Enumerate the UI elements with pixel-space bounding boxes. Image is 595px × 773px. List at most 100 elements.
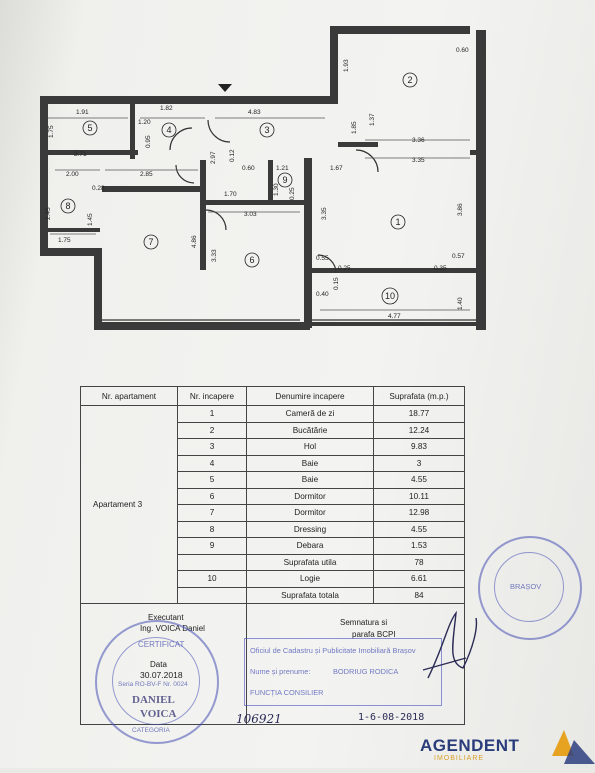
room-nr-cell: 9	[177, 537, 247, 555]
svg-text:1.93: 1.93	[343, 59, 350, 72]
svg-text:0.40: 0.40	[316, 291, 329, 298]
svg-text:0.28: 0.28	[92, 185, 105, 192]
room-name-cell: Logie	[246, 570, 374, 588]
room-name-cell: Bucătărie	[246, 421, 374, 439]
room-area-cell: 84	[373, 586, 465, 604]
walls	[40, 26, 486, 330]
room-name-cell: Suprafata utila	[246, 553, 374, 571]
room-name-cell: Dormitor	[246, 487, 374, 505]
room-name-cell: Debara	[246, 537, 374, 555]
svg-text:1.20: 1.20	[138, 119, 151, 126]
svg-text:2.71: 2.71	[74, 151, 87, 158]
svg-text:0.95: 0.95	[145, 135, 152, 148]
room-nr-cell: 2	[177, 421, 247, 439]
room-nr-cell: 1	[177, 405, 247, 423]
svg-text:1.37: 1.37	[369, 113, 376, 126]
apartment-cell: Apartament 3	[80, 405, 178, 604]
svg-text:9: 9	[282, 175, 287, 185]
svg-text:1.70: 1.70	[224, 191, 237, 198]
room-area-cell: 12.98	[373, 504, 465, 522]
room-area-cell: 4.55	[373, 471, 465, 489]
dimension-labels: 1.93 0.60 1.91 1.82 4.83 1.75 1.20 0.95 …	[45, 47, 469, 320]
svg-text:3.35: 3.35	[321, 207, 328, 220]
room-nr-cell: 4	[177, 454, 247, 472]
room-name-cell: Dormitor	[246, 504, 374, 522]
svg-text:1.67: 1.67	[330, 165, 343, 172]
svg-text:0.15: 0.15	[333, 277, 340, 290]
ocpi-stamp-box	[244, 638, 442, 706]
svg-text:1.30: 1.30	[273, 183, 280, 196]
room-label-4: 4	[161, 122, 177, 138]
col-header-apartment: Nr. apartament	[80, 386, 178, 406]
room-label-8: 8	[60, 198, 76, 214]
stamp-name-2: VOICA	[140, 708, 177, 720]
room-area-cell: 10.11	[373, 487, 465, 505]
svg-text:3: 3	[264, 125, 269, 135]
room-label-5: 5	[82, 120, 98, 136]
svg-text:4.83: 4.83	[248, 109, 261, 116]
room-nr-cell: 8	[177, 520, 247, 538]
stamp-name-1: DANIEL	[132, 694, 175, 706]
room-label-9: 9	[277, 172, 293, 188]
room-label-7: 7	[143, 234, 159, 250]
svg-text:1.85: 1.85	[351, 121, 358, 134]
svg-text:1.82: 1.82	[160, 105, 173, 112]
svg-text:0.35: 0.35	[434, 265, 447, 272]
svg-text:0.60: 0.60	[242, 165, 255, 172]
room-name-cell: Baie	[246, 471, 374, 489]
floor-plan: 1 2 3 4 5 6 7 8 9 10 1.93 0.60 1.91 1.82…	[40, 26, 486, 330]
handwritten-date: 1-6-08-2018	[358, 712, 425, 723]
room-area-cell: 9.83	[373, 438, 465, 456]
svg-text:0.12: 0.12	[229, 149, 236, 162]
svg-text:0.57: 0.57	[452, 253, 465, 260]
stamp-city: BRAȘOV	[510, 582, 542, 591]
stamp-cert: CERTIFICAT	[138, 640, 185, 649]
ocpi-function: FUNCȚIA CONSILIER	[250, 688, 324, 697]
room-nr-cell: 5	[177, 471, 247, 489]
room-nr-cell	[177, 586, 247, 604]
svg-text:1.75: 1.75	[48, 125, 55, 138]
room-area-cell: 1.53	[373, 537, 465, 555]
room-area-cell: 78	[373, 553, 465, 571]
svg-text:1: 1	[395, 217, 400, 227]
brand-logo-mark	[552, 730, 595, 764]
col-header-room-nr: Nr. incapere	[177, 386, 247, 406]
svg-text:2.45: 2.45	[45, 207, 52, 220]
col-header-area: Suprafata (m.p.)	[373, 386, 465, 406]
svg-text:8: 8	[65, 201, 70, 211]
svg-text:4: 4	[166, 125, 171, 135]
signature-label: Semnatura si	[340, 618, 388, 627]
svg-text:1.91: 1.91	[76, 109, 89, 116]
room-label-6: 6	[244, 252, 260, 268]
signature-cell	[246, 603, 465, 725]
room-name-cell: Cameră de zi	[246, 405, 374, 423]
svg-text:0.25: 0.25	[338, 265, 351, 272]
svg-text:10: 10	[385, 291, 395, 301]
table-header-row: Nr. apartament Nr. incapere Denumire inc…	[80, 386, 465, 406]
plan-lines	[48, 84, 476, 321]
room-label-3: 3	[259, 122, 275, 138]
executant-label: Executant	[148, 613, 184, 622]
svg-text:5: 5	[87, 123, 92, 133]
room-nr-cell: 7	[177, 504, 247, 522]
svg-text:2: 2	[407, 75, 412, 85]
room-nr-cell: 3	[177, 438, 247, 456]
executant-stamp	[95, 620, 219, 744]
room-nr-cell: 6	[177, 487, 247, 505]
executant-date: 30.07.2018	[140, 670, 183, 680]
svg-text:1.21: 1.21	[276, 165, 289, 172]
ocpi-office: Oficiul de Cadastru și Publicitate Imobi…	[250, 646, 416, 655]
svg-text:7: 7	[148, 237, 153, 247]
room-label-10: 10	[381, 287, 399, 305]
cadastre-round-stamp	[478, 536, 582, 640]
room-name-cell: Suprafata totala	[246, 586, 374, 604]
signature-scribble	[422, 610, 478, 679]
handwritten-number: 106921	[236, 712, 282, 726]
